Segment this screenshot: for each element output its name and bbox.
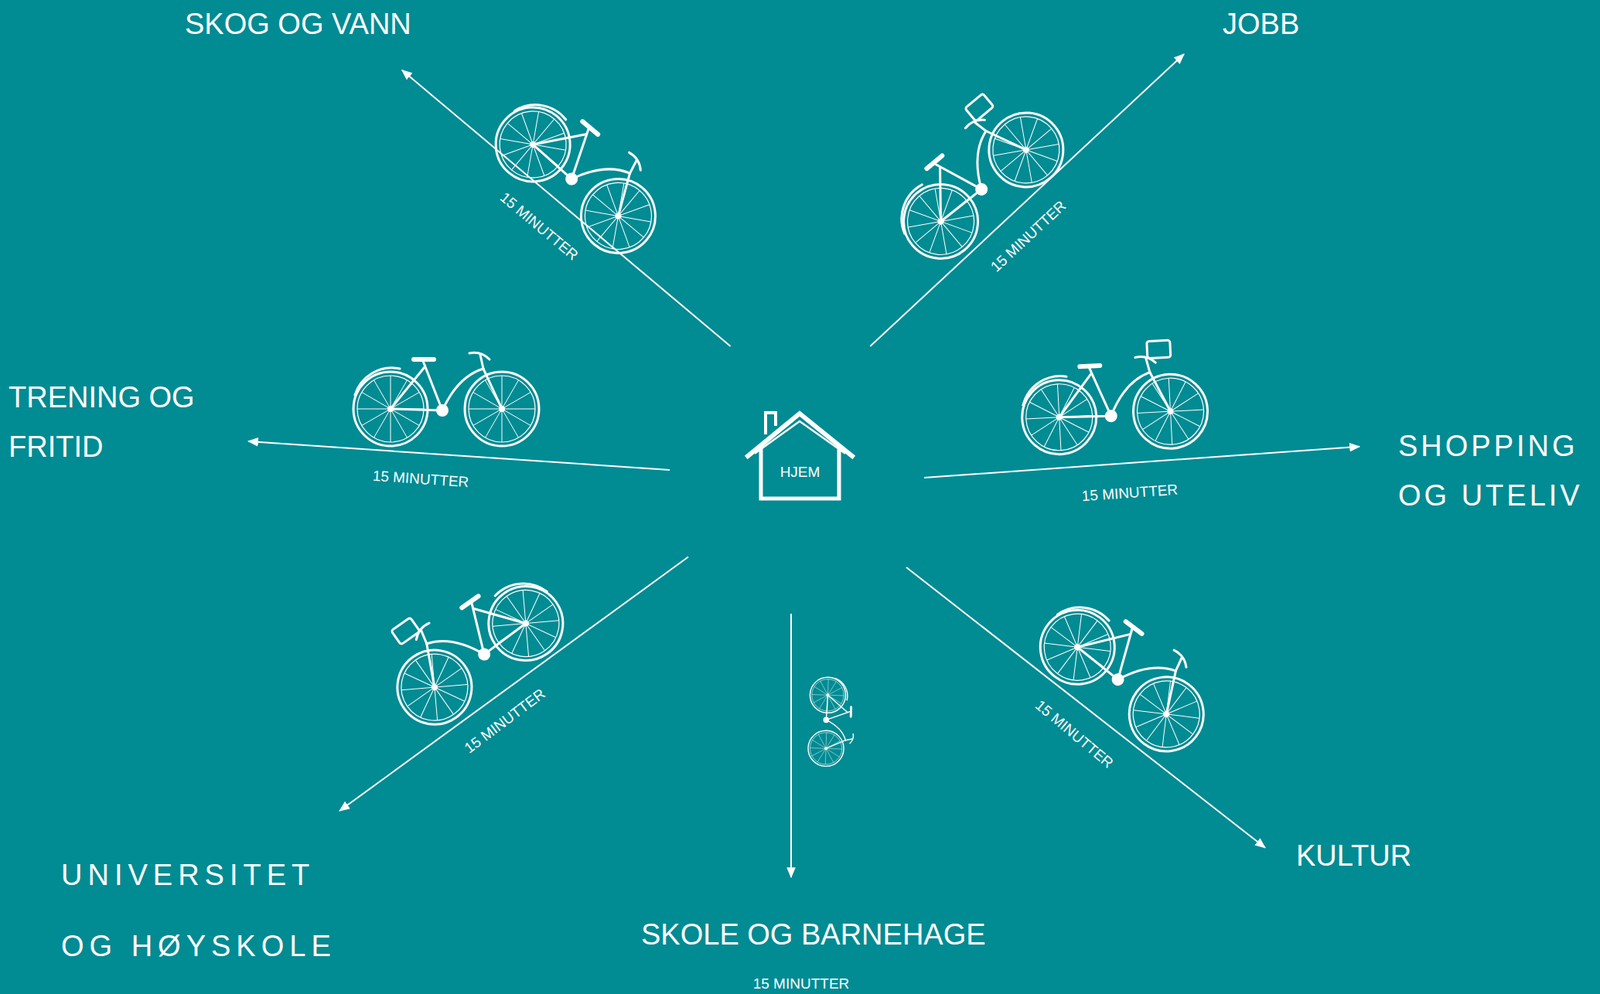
- node-text: TRENING OG FRITID: [8, 372, 226, 472]
- destination-label: UNIVERSITET OG HØYSKOLE: [61, 839, 355, 983]
- node-text: SKOG OG VANN: [184, 7, 412, 42]
- node-text: HJEM: [744, 463, 856, 482]
- edge-label: 15 MINUTTER: [496, 189, 582, 265]
- bicycle-icon: [353, 352, 540, 447]
- house-outline: [744, 408, 856, 502]
- house-chimney: [765, 412, 776, 434]
- arrow-connector: [869, 54, 1184, 347]
- bicycle-icon: [1025, 579, 1230, 767]
- bicycle-icon: [866, 71, 1079, 275]
- house-roof: [755, 421, 845, 454]
- destination-label: TRENING OG FRITID: [8, 372, 226, 472]
- arrow-connector: [790, 614, 792, 878]
- node-text: SHOPPING OG UTELIV: [1398, 421, 1598, 521]
- edge-label: 15 MINUTTER: [1031, 697, 1117, 773]
- destination-label: SKOG OG VANN: [184, 7, 412, 42]
- bicycle-icon: [807, 676, 856, 768]
- node-text: UNIVERSITET OG HØYSKOLE: [61, 839, 355, 983]
- house-shape: [747, 412, 853, 499]
- bicycle-icon: [1018, 338, 1210, 457]
- house-roof: [747, 413, 853, 457]
- bicycle-icon: [481, 77, 683, 269]
- edge-label: 15 MINUTTER: [753, 975, 850, 993]
- edge-label: 15 MINUTTER: [461, 685, 550, 758]
- destination-label: JOBB: [1222, 7, 1300, 42]
- node-text: KULTUR: [1296, 839, 1412, 874]
- destination-label: KULTUR: [1296, 839, 1412, 874]
- bicycle-icon: [363, 544, 578, 740]
- edge-label: 15 MINUTTER: [371, 467, 470, 492]
- node-text: SKOLE OG BARNEHAGE: [641, 918, 986, 953]
- arrow-connector: [248, 441, 670, 471]
- home-house: HJEM: [744, 408, 856, 502]
- edge-label: 15 MINUTTER: [987, 197, 1070, 276]
- arrow-connector: [924, 446, 1360, 478]
- arrow-connector: [906, 567, 1266, 849]
- edge-label: 15 MINUTTER: [1081, 481, 1179, 506]
- arrow-connector: [339, 557, 689, 812]
- destination-label: SKOLE OG BARNEHAGE: [641, 918, 986, 953]
- destination-label: SHOPPING OG UTELIV: [1398, 421, 1598, 521]
- node-text: JOBB: [1222, 7, 1300, 42]
- arrow-connector: [402, 70, 731, 347]
